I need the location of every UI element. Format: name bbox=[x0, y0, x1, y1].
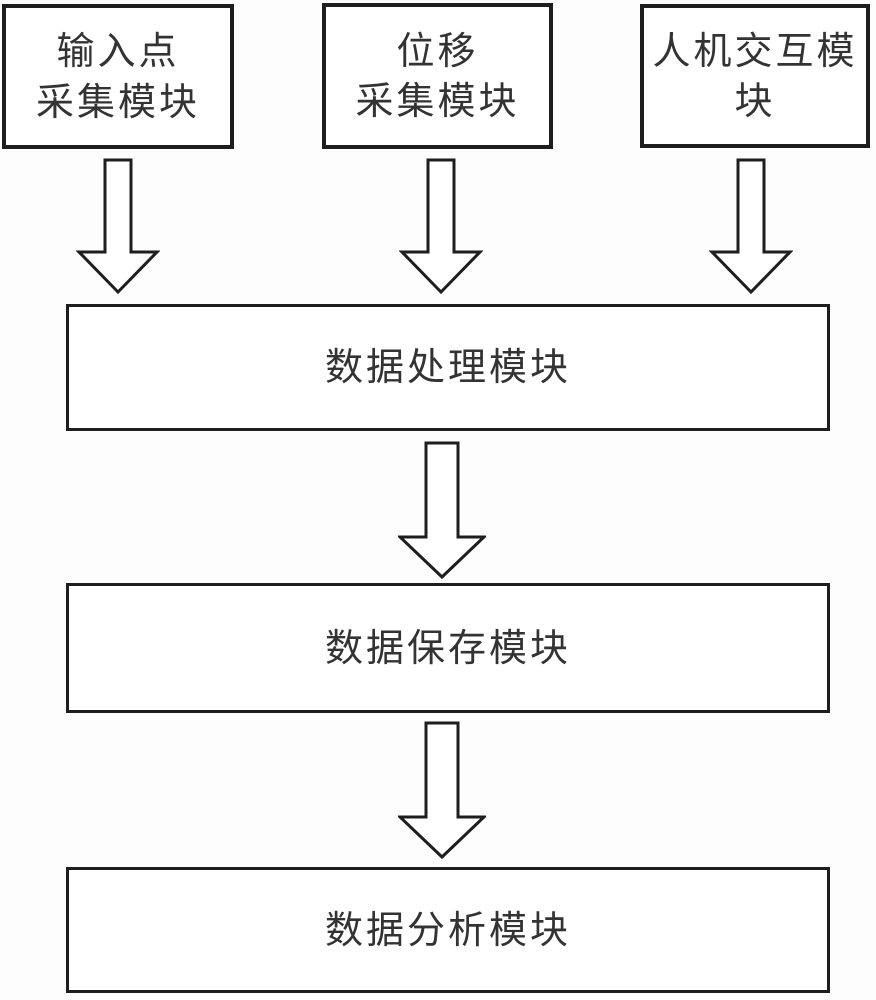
down-arrow-icon bbox=[399, 158, 483, 295]
node-label-line: 输入点 bbox=[56, 29, 180, 74]
down-arrow-icon bbox=[398, 441, 486, 580]
node-label-line: 采集模块 bbox=[35, 79, 200, 124]
down-arrow-icon bbox=[76, 158, 160, 295]
node-data-saving: 数据保存模块 bbox=[66, 583, 830, 713]
node-input-point-collection: 输入点 采集模块 bbox=[2, 4, 234, 149]
node-label: 数据处理模块 bbox=[324, 345, 571, 390]
node-label-line: 人机交互模块 bbox=[652, 28, 858, 123]
down-arrow-icon bbox=[398, 721, 486, 860]
node-data-processing: 数据处理模块 bbox=[66, 304, 830, 431]
node-label: 数据保存模块 bbox=[324, 625, 571, 670]
node-label-line: 采集模块 bbox=[355, 79, 520, 123]
node-displacement-collection: 位移 采集模块 bbox=[322, 3, 553, 149]
node-label-line: 位移 bbox=[396, 28, 479, 73]
node-label: 数据分析模块 bbox=[324, 907, 571, 952]
down-arrow-icon bbox=[709, 158, 793, 295]
node-human-machine-interaction: 人机交互模块 bbox=[640, 4, 870, 148]
node-data-analysis: 数据分析模块 bbox=[66, 867, 830, 993]
